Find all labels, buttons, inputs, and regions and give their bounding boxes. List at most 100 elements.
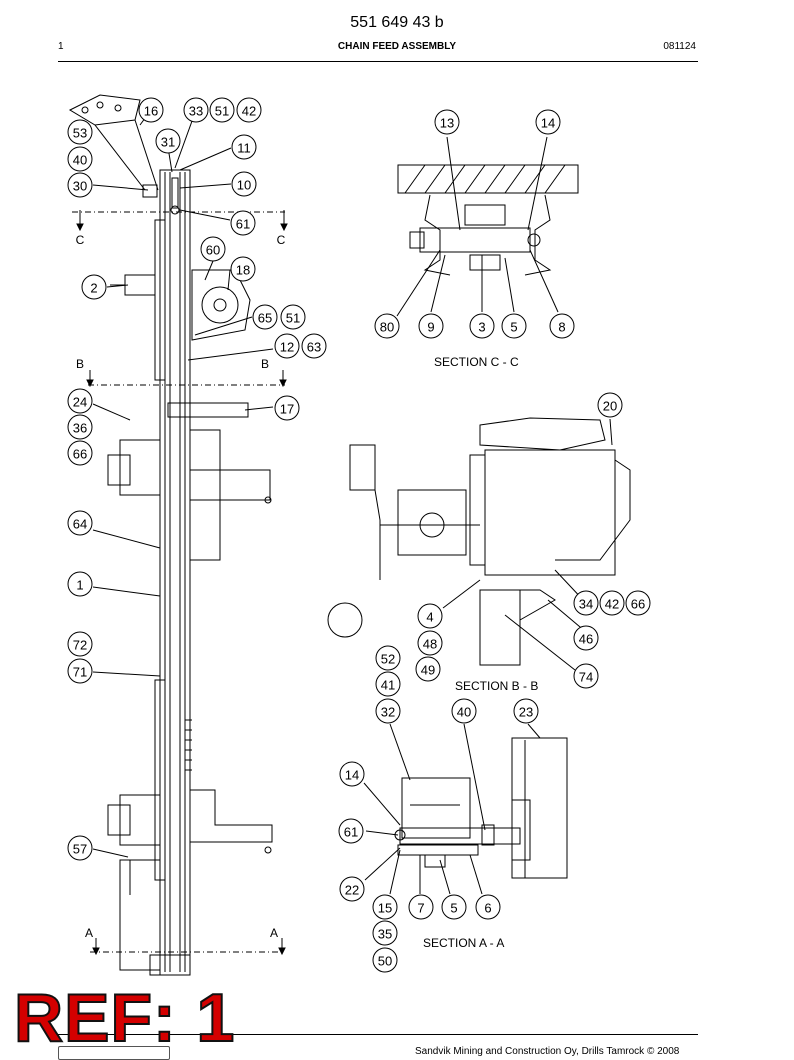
callout-number: 10 [237,178,251,193]
callout-balloon [513,698,539,724]
callout-balloon [372,920,398,946]
cut-mark-a-left: A [85,926,93,940]
callout-number: 20 [603,399,617,414]
callout-number: 40 [457,705,471,720]
callout-balloon [375,698,401,724]
callout-number: 11 [237,141,251,156]
callout-number: 14 [541,116,555,131]
leader-lines [92,109,613,895]
section-cc-title: SECTION C - C [434,355,519,369]
callout-balloon [209,97,235,123]
callout-balloon [67,510,93,536]
callout-balloon [67,414,93,440]
callout-balloon [339,876,365,902]
callout-number: 33 [189,104,203,119]
callout-balloon [372,947,398,973]
callout-balloon [301,333,327,359]
callout-balloon [434,109,460,135]
callout-balloon [375,645,401,671]
section-bb-title: SECTION B - B [455,679,538,693]
callout-number: 36 [73,421,87,436]
callout-balloon [417,630,443,656]
callout-number: 49 [421,663,435,678]
callout-balloon [372,894,398,920]
callout-number: 52 [381,652,395,667]
callout-balloon [236,97,262,123]
callout-balloon [231,134,257,160]
callout-number: 53 [73,126,87,141]
callout-number: 22 [345,883,359,898]
callout-number: 50 [378,954,392,969]
callout-balloon [67,146,93,172]
callout-balloon [67,440,93,466]
callout-balloon [338,818,364,844]
callout-number: 17 [280,402,294,417]
callout-balloon [415,656,441,682]
callout-balloon [67,388,93,414]
callout-number: 42 [242,104,256,119]
callout-balloon [599,590,625,616]
callout-balloon [625,590,651,616]
callout-number: 51 [215,104,229,119]
callout-number: 71 [73,665,87,680]
callout-number: 51 [286,311,300,326]
document-title: CHAIN FEED ASSEMBLY [337,41,457,52]
callout-balloon [417,603,443,629]
callout-number: 66 [631,597,645,612]
callout-number: 80 [380,320,394,335]
callout-balloon [274,333,300,359]
section-aa-title: SECTION A - A [423,936,504,950]
footer-rule [58,1034,698,1035]
callout-balloon [231,171,257,197]
callout-balloon [67,658,93,684]
callout-number: 16 [144,104,158,119]
callout-balloon [375,671,401,697]
callout-balloon [475,894,501,920]
callout-number: 74 [579,670,593,685]
callout-number: 13 [440,116,454,131]
callout-number: 46 [579,632,593,647]
callout-balloon [81,274,107,300]
callout-balloon [549,313,575,339]
section-cc-drawing [397,164,579,276]
ref-label: REF: 1 [13,980,236,1056]
cut-lines [72,211,285,953]
callout-number: 40 [73,153,87,168]
callout-number: 12 [280,340,294,355]
callout-balloon [67,631,93,657]
callout-balloon [339,761,365,787]
callout-balloon [535,109,561,135]
callout-number: 6 [484,901,491,916]
callout-balloon [573,590,599,616]
callout-balloon [67,119,93,145]
callout-number: 41 [381,678,395,693]
callout-number: 7 [417,901,424,916]
callout-balloon [138,97,164,123]
callout-balloon [597,392,623,418]
callout-balloon [451,698,477,724]
callout-number: 61 [236,217,250,232]
top-bracket [68,94,159,198]
callout-number: 1 [76,578,83,593]
callout-number: 32 [381,705,395,720]
callout-balloon [280,304,306,330]
callout-balloon [200,236,226,262]
callout-number: 72 [73,638,87,653]
callout-number: 2 [90,281,97,296]
middle-arm [107,402,272,561]
callout-number: 65 [258,311,272,326]
cut-mark-b-right: B [261,357,269,371]
callout-number: 18 [236,263,250,278]
callout-balloon [573,625,599,651]
callout-number: 61 [344,825,358,840]
cut-arrows [76,210,288,956]
cut-mark-c-left: C [76,233,85,247]
callout-number: 14 [345,768,359,783]
callout-number: 34 [579,597,593,612]
callout-number: 31 [161,135,175,150]
page-number: 1 [58,41,64,52]
callout-number: 48 [423,637,437,652]
callout-balloon [155,128,181,154]
